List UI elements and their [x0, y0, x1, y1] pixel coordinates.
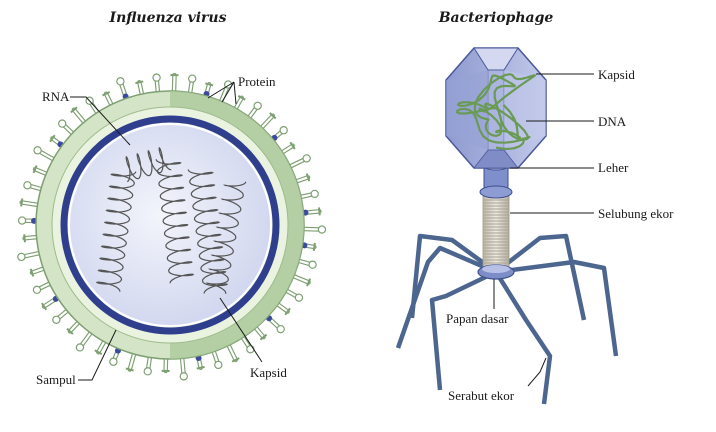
spike-knob [253, 101, 262, 110]
spike-bar [205, 82, 214, 87]
spike-knob [276, 324, 285, 334]
spike-bar [284, 307, 291, 316]
rna-strand [125, 146, 172, 183]
label-dna: DNA [598, 114, 627, 129]
spike-knob [214, 360, 223, 370]
spike-knob [317, 225, 327, 234]
label-sampul: Sampul [36, 372, 76, 387]
label-kapsid-influenza: Kapsid [250, 365, 287, 380]
spike-knob [152, 73, 161, 82]
base-plate-top [482, 265, 510, 273]
spike-bar [70, 106, 78, 114]
leader-sampul [78, 329, 117, 381]
spike-knob [302, 154, 311, 163]
influenza-virion [17, 72, 327, 381]
rna-strand [205, 181, 247, 294]
spike-bar [66, 327, 74, 335]
spike-bar [318, 207, 321, 216]
spike-knob [279, 126, 288, 135]
rna-strand [95, 171, 137, 292]
spike-knob [17, 252, 26, 262]
tail-fiber-3 [429, 269, 497, 391]
leader-serabut-ekor [527, 357, 547, 387]
dna-strand [455, 73, 537, 151]
spike-bar [102, 91, 111, 97]
leader-rna [70, 96, 131, 146]
spike-knob [17, 216, 27, 225]
spike-bar [23, 234, 26, 243]
label-protein: Protein [238, 74, 276, 89]
spike-bar [269, 112, 277, 120]
spike-knob [310, 189, 319, 199]
spike-knob [308, 260, 317, 269]
spike-knob [143, 367, 152, 376]
phage-tail-fibers [395, 233, 619, 405]
label-leher: Leher [598, 160, 629, 175]
spike-bar [196, 365, 205, 370]
phage-dna [455, 73, 537, 151]
leader-protein-2 [221, 81, 235, 103]
spike-knob [32, 285, 42, 295]
spike-knob [109, 357, 118, 366]
rna-coils [95, 146, 247, 294]
influenza-title: Influenza virus [109, 10, 227, 26]
tail-fiber-5 [495, 259, 619, 357]
tail-fiber-1 [409, 233, 498, 319]
spike-bar [20, 198, 24, 207]
spike-bar [259, 333, 268, 341]
spike-knob [246, 345, 255, 354]
spike-bar [94, 349, 103, 356]
label-papan-dasar: Papan dasar [446, 311, 509, 326]
spike-bar [49, 134, 56, 143]
label-kapsid-phage: Kapsid [598, 67, 635, 82]
phage-tail-sheath [482, 195, 510, 269]
rna-strand [155, 159, 195, 284]
spike-knob [33, 146, 42, 155]
phage-title: Bacteriophage [438, 10, 554, 26]
leader-protein-1 [207, 81, 235, 99]
spike-knob [188, 74, 197, 83]
spike-knob [23, 181, 32, 190]
leader-protein-3 [233, 81, 237, 105]
tail-fiber-6 [494, 270, 553, 405]
spike-bar [29, 268, 35, 277]
spike-bar [32, 165, 38, 174]
spike-knob [294, 293, 304, 302]
tail-fiber-4 [494, 233, 587, 321]
spike-knob [58, 119, 67, 128]
spike-knob [116, 77, 125, 86]
spike-bar [125, 367, 134, 372]
capsid-ring [60, 115, 280, 335]
rna-strand [187, 169, 229, 294]
leader-kapsid-influenza [219, 297, 263, 363]
label-selubung-ekor: Selubung ekor [598, 206, 674, 221]
spike-bar [231, 357, 240, 363]
spike-bar [289, 141, 296, 150]
tail-fiber-2 [395, 245, 497, 349]
spike-bar [41, 302, 48, 311]
label-serabut-ekor: Serabut ekor [448, 388, 515, 403]
spike-bar [305, 173, 311, 182]
spike-bar [237, 94, 246, 101]
spike-knob [179, 372, 188, 381]
spike-bar [306, 278, 312, 287]
label-rna: RNA [42, 89, 70, 104]
spike-knob [75, 343, 85, 352]
spike-knob [52, 315, 61, 324]
spike-bar [135, 80, 144, 85]
spike-bar [312, 242, 316, 252]
